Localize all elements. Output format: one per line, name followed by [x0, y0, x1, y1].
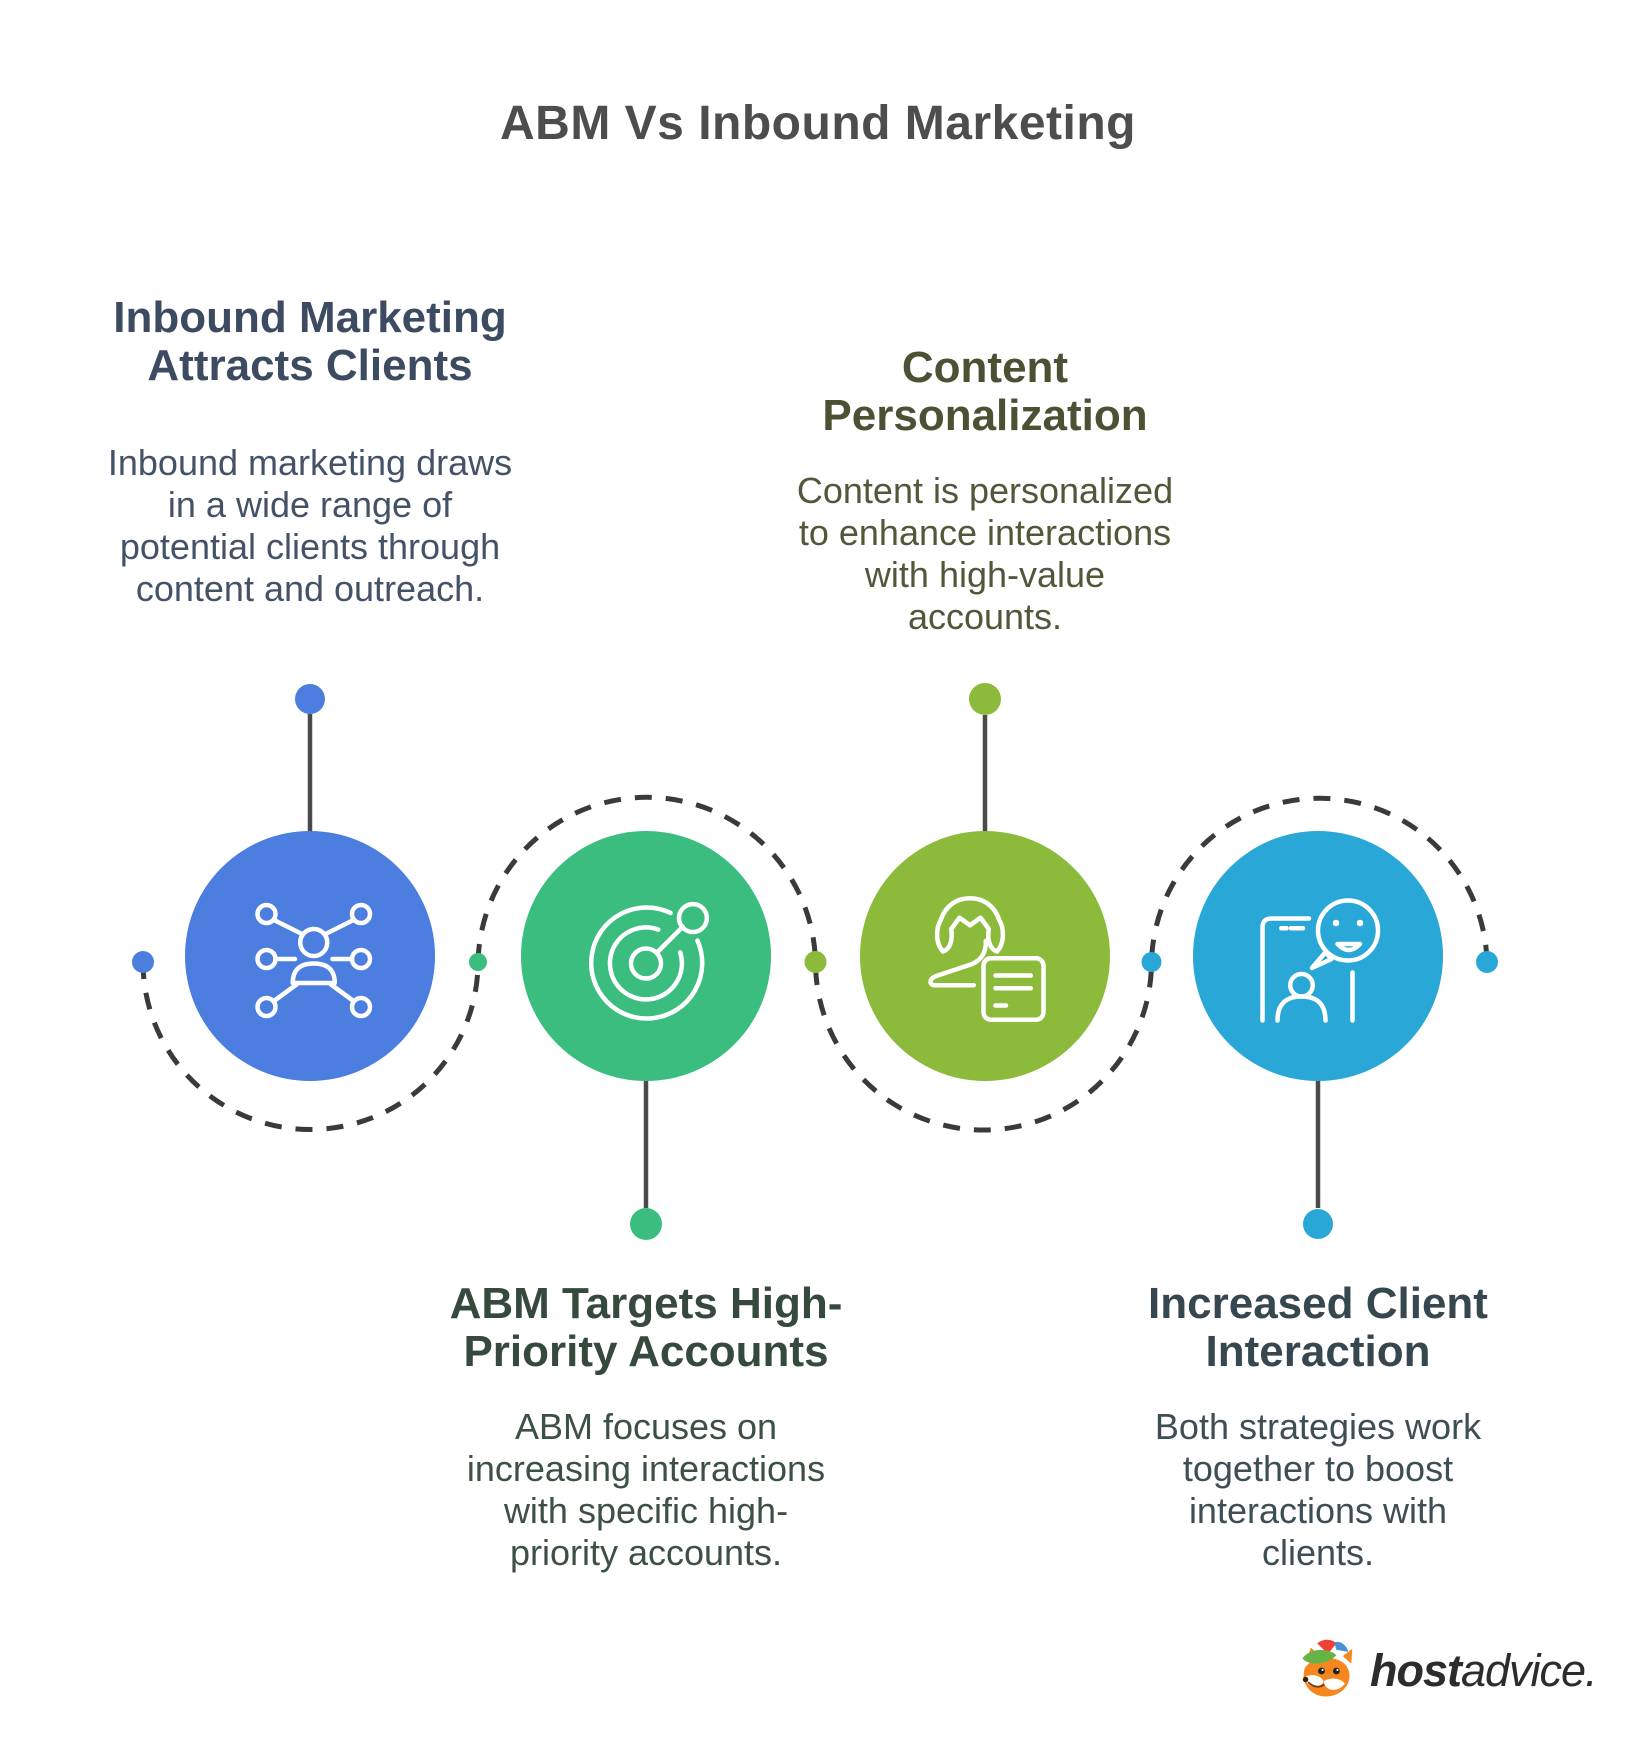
- phone-chat-icon: [1260, 898, 1381, 1023]
- network-person-icon: [255, 902, 373, 1019]
- heading-line: Inbound Marketing: [113, 293, 507, 342]
- heading-line: Attracts Clients: [147, 341, 473, 390]
- step-2-label: ABM Targets High- Priority Accounts ABM …: [416, 1280, 876, 1574]
- body-line: priority accounts.: [509, 1532, 783, 1573]
- step-body: ABM focuses on increasing interactions w…: [416, 1406, 876, 1574]
- step-2-group: [521, 831, 771, 1240]
- step-heading: Increased Client Interaction: [1088, 1280, 1548, 1376]
- wave-dot: [1141, 952, 1162, 972]
- brand-logo: hostadvice.: [1296, 1636, 1598, 1706]
- connector-dot: [969, 683, 1001, 715]
- step-3-group: [860, 683, 1110, 1081]
- step-circle: [860, 831, 1110, 1081]
- step-4-group: [1193, 831, 1443, 1239]
- body-line: increasing interactions: [466, 1448, 826, 1489]
- heading-line: Personalization: [822, 391, 1148, 440]
- step-heading: Inbound Marketing Attracts Clients: [80, 294, 540, 390]
- heading-line: Priority Accounts: [463, 1327, 829, 1376]
- heading-line: Content: [901, 343, 1069, 392]
- wave-dot: [469, 953, 487, 971]
- heading-line: ABM Targets High-: [449, 1279, 843, 1328]
- connector-dot: [1303, 1209, 1333, 1239]
- step-circle: [521, 831, 771, 1081]
- body-line: Both strategies work: [1154, 1406, 1482, 1447]
- step-heading: Content Personalization: [755, 344, 1215, 440]
- step-body: Both strategies work together to boost i…: [1088, 1406, 1548, 1574]
- body-line: Content is personalized: [796, 470, 1174, 511]
- step-3-label: Content Personalization Content is perso…: [755, 344, 1215, 638]
- body-line: Inbound marketing draws: [107, 442, 513, 483]
- step-circle: [1193, 831, 1443, 1081]
- body-line: accounts.: [907, 596, 1063, 637]
- step-1-label: Inbound Marketing Attracts Clients Inbou…: [80, 294, 540, 610]
- step-1-group: [185, 684, 435, 1081]
- step-heading: ABM Targets High- Priority Accounts: [416, 1280, 876, 1376]
- wave-dot: [1476, 951, 1498, 973]
- brand-word-advice: advice.: [1461, 1645, 1598, 1696]
- heading-line: Interaction: [1205, 1327, 1431, 1376]
- body-line: potential clients through: [119, 526, 501, 567]
- wave-dot: [132, 951, 154, 973]
- connector-dot: [295, 684, 325, 714]
- brand-word-host: host: [1370, 1645, 1462, 1696]
- person-document-icon: [928, 896, 1046, 1022]
- body-line: content and outreach.: [135, 568, 485, 609]
- connector-dot: [630, 1208, 662, 1240]
- body-line: to enhance interactions: [798, 512, 1172, 553]
- target-pin-icon: [588, 901, 710, 1021]
- body-line: interactions with: [1188, 1490, 1448, 1531]
- step-4-label: Increased Client Interaction Both strate…: [1088, 1280, 1548, 1574]
- step-body: Content is personalized to enhance inter…: [755, 470, 1215, 638]
- heading-line: Increased Client: [1148, 1279, 1488, 1328]
- hostadvice-fox-icon: [1302, 1639, 1353, 1697]
- body-line: ABM focuses on: [514, 1406, 778, 1447]
- wave-dot: [804, 951, 827, 973]
- dashed-wave-path: [140, 794, 1490, 1133]
- body-line: clients.: [1261, 1532, 1375, 1573]
- body-line: together to boost: [1182, 1448, 1454, 1489]
- brand-wordmark: hostadvice.: [1370, 1645, 1598, 1697]
- body-line: with specific high-: [503, 1490, 789, 1531]
- body-line: in a wide range of: [167, 484, 453, 525]
- page-title: ABM Vs Inbound Marketing: [500, 97, 1136, 150]
- body-line: with high-value: [864, 554, 1106, 595]
- step-body: Inbound marketing draws in a wide range …: [80, 442, 540, 610]
